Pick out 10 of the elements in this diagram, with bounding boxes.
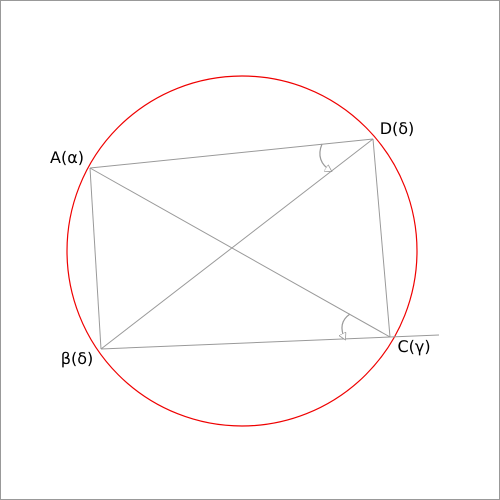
line-segment — [90, 138, 374, 168]
line-segment — [90, 168, 102, 350]
line-segment — [100, 336, 390, 350]
line-segment — [90, 168, 390, 338]
line-segment — [372, 138, 390, 338]
vertex-label: A(α) — [44, 148, 90, 168]
line-segment — [100, 138, 374, 350]
vertex-label: D(δ) — [373, 119, 421, 139]
vertex-label: C(γ) — [390, 337, 438, 357]
vertex-label: β(δ) — [53, 349, 101, 369]
